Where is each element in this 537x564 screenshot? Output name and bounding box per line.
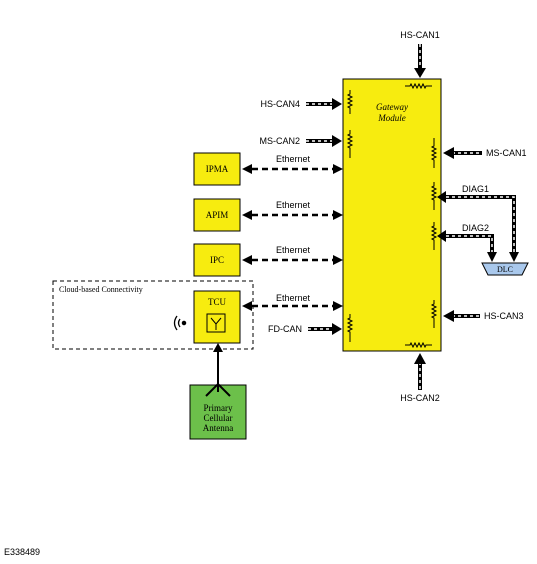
tcu-label: TCU bbox=[208, 297, 227, 307]
cloud-connectivity-label: Cloud-based Connectivity bbox=[59, 285, 143, 294]
diag2-label: DIAG2 bbox=[462, 223, 489, 233]
can-bus-lines bbox=[306, 44, 516, 390]
hs-can2-label: HS-CAN2 bbox=[400, 393, 440, 403]
ethernet-links bbox=[252, 167, 333, 308]
ms-can2-label: MS-CAN2 bbox=[259, 136, 300, 146]
wireless-signal-icon bbox=[173, 315, 187, 331]
ethernet-label-tcu: Ethernet bbox=[276, 293, 311, 303]
gateway-label-line1: Gateway bbox=[376, 102, 408, 112]
ipma-module bbox=[193, 152, 241, 186]
ethernet-label-ipma: Ethernet bbox=[276, 154, 311, 164]
dlc-label: DLC bbox=[497, 265, 513, 274]
ethernet-label-apim: Ethernet bbox=[276, 200, 311, 210]
gateway-module bbox=[342, 78, 442, 352]
antenna-label-line3: Antenna bbox=[203, 423, 234, 433]
figure-id: E338489 bbox=[4, 547, 40, 557]
ethernet-label-ipc: Ethernet bbox=[276, 245, 311, 255]
hs-can1-label: HS-CAN1 bbox=[400, 30, 440, 40]
hs-can3-label: HS-CAN3 bbox=[484, 311, 524, 321]
fd-can-label: FD-CAN bbox=[268, 324, 302, 334]
antenna-mast bbox=[205, 346, 231, 397]
dlc-connector bbox=[481, 262, 529, 276]
antenna-icon bbox=[206, 313, 226, 333]
antenna-label-line2: Cellular bbox=[204, 413, 233, 423]
hs-can4-label: HS-CAN4 bbox=[260, 99, 300, 109]
apim-label: APIM bbox=[206, 210, 229, 220]
gateway-label-line2: Module bbox=[377, 113, 406, 123]
diag1-label: DIAG1 bbox=[462, 184, 489, 194]
apim-module bbox=[193, 198, 241, 232]
ipc-module bbox=[193, 243, 241, 277]
ms-can1-label: MS-CAN1 bbox=[486, 148, 527, 158]
tcu-module bbox=[193, 290, 241, 344]
can-bus-arrowheads bbox=[332, 68, 519, 364]
antenna-arrowhead bbox=[213, 343, 223, 352]
ethernet-arrowheads bbox=[242, 164, 343, 311]
terminator-symbols bbox=[346, 82, 438, 349]
ipma-label: IPMA bbox=[206, 164, 229, 174]
antenna-label-line1: Primary bbox=[204, 403, 233, 413]
cloud-connectivity-box bbox=[52, 280, 254, 350]
ipc-label: IPC bbox=[210, 255, 224, 265]
